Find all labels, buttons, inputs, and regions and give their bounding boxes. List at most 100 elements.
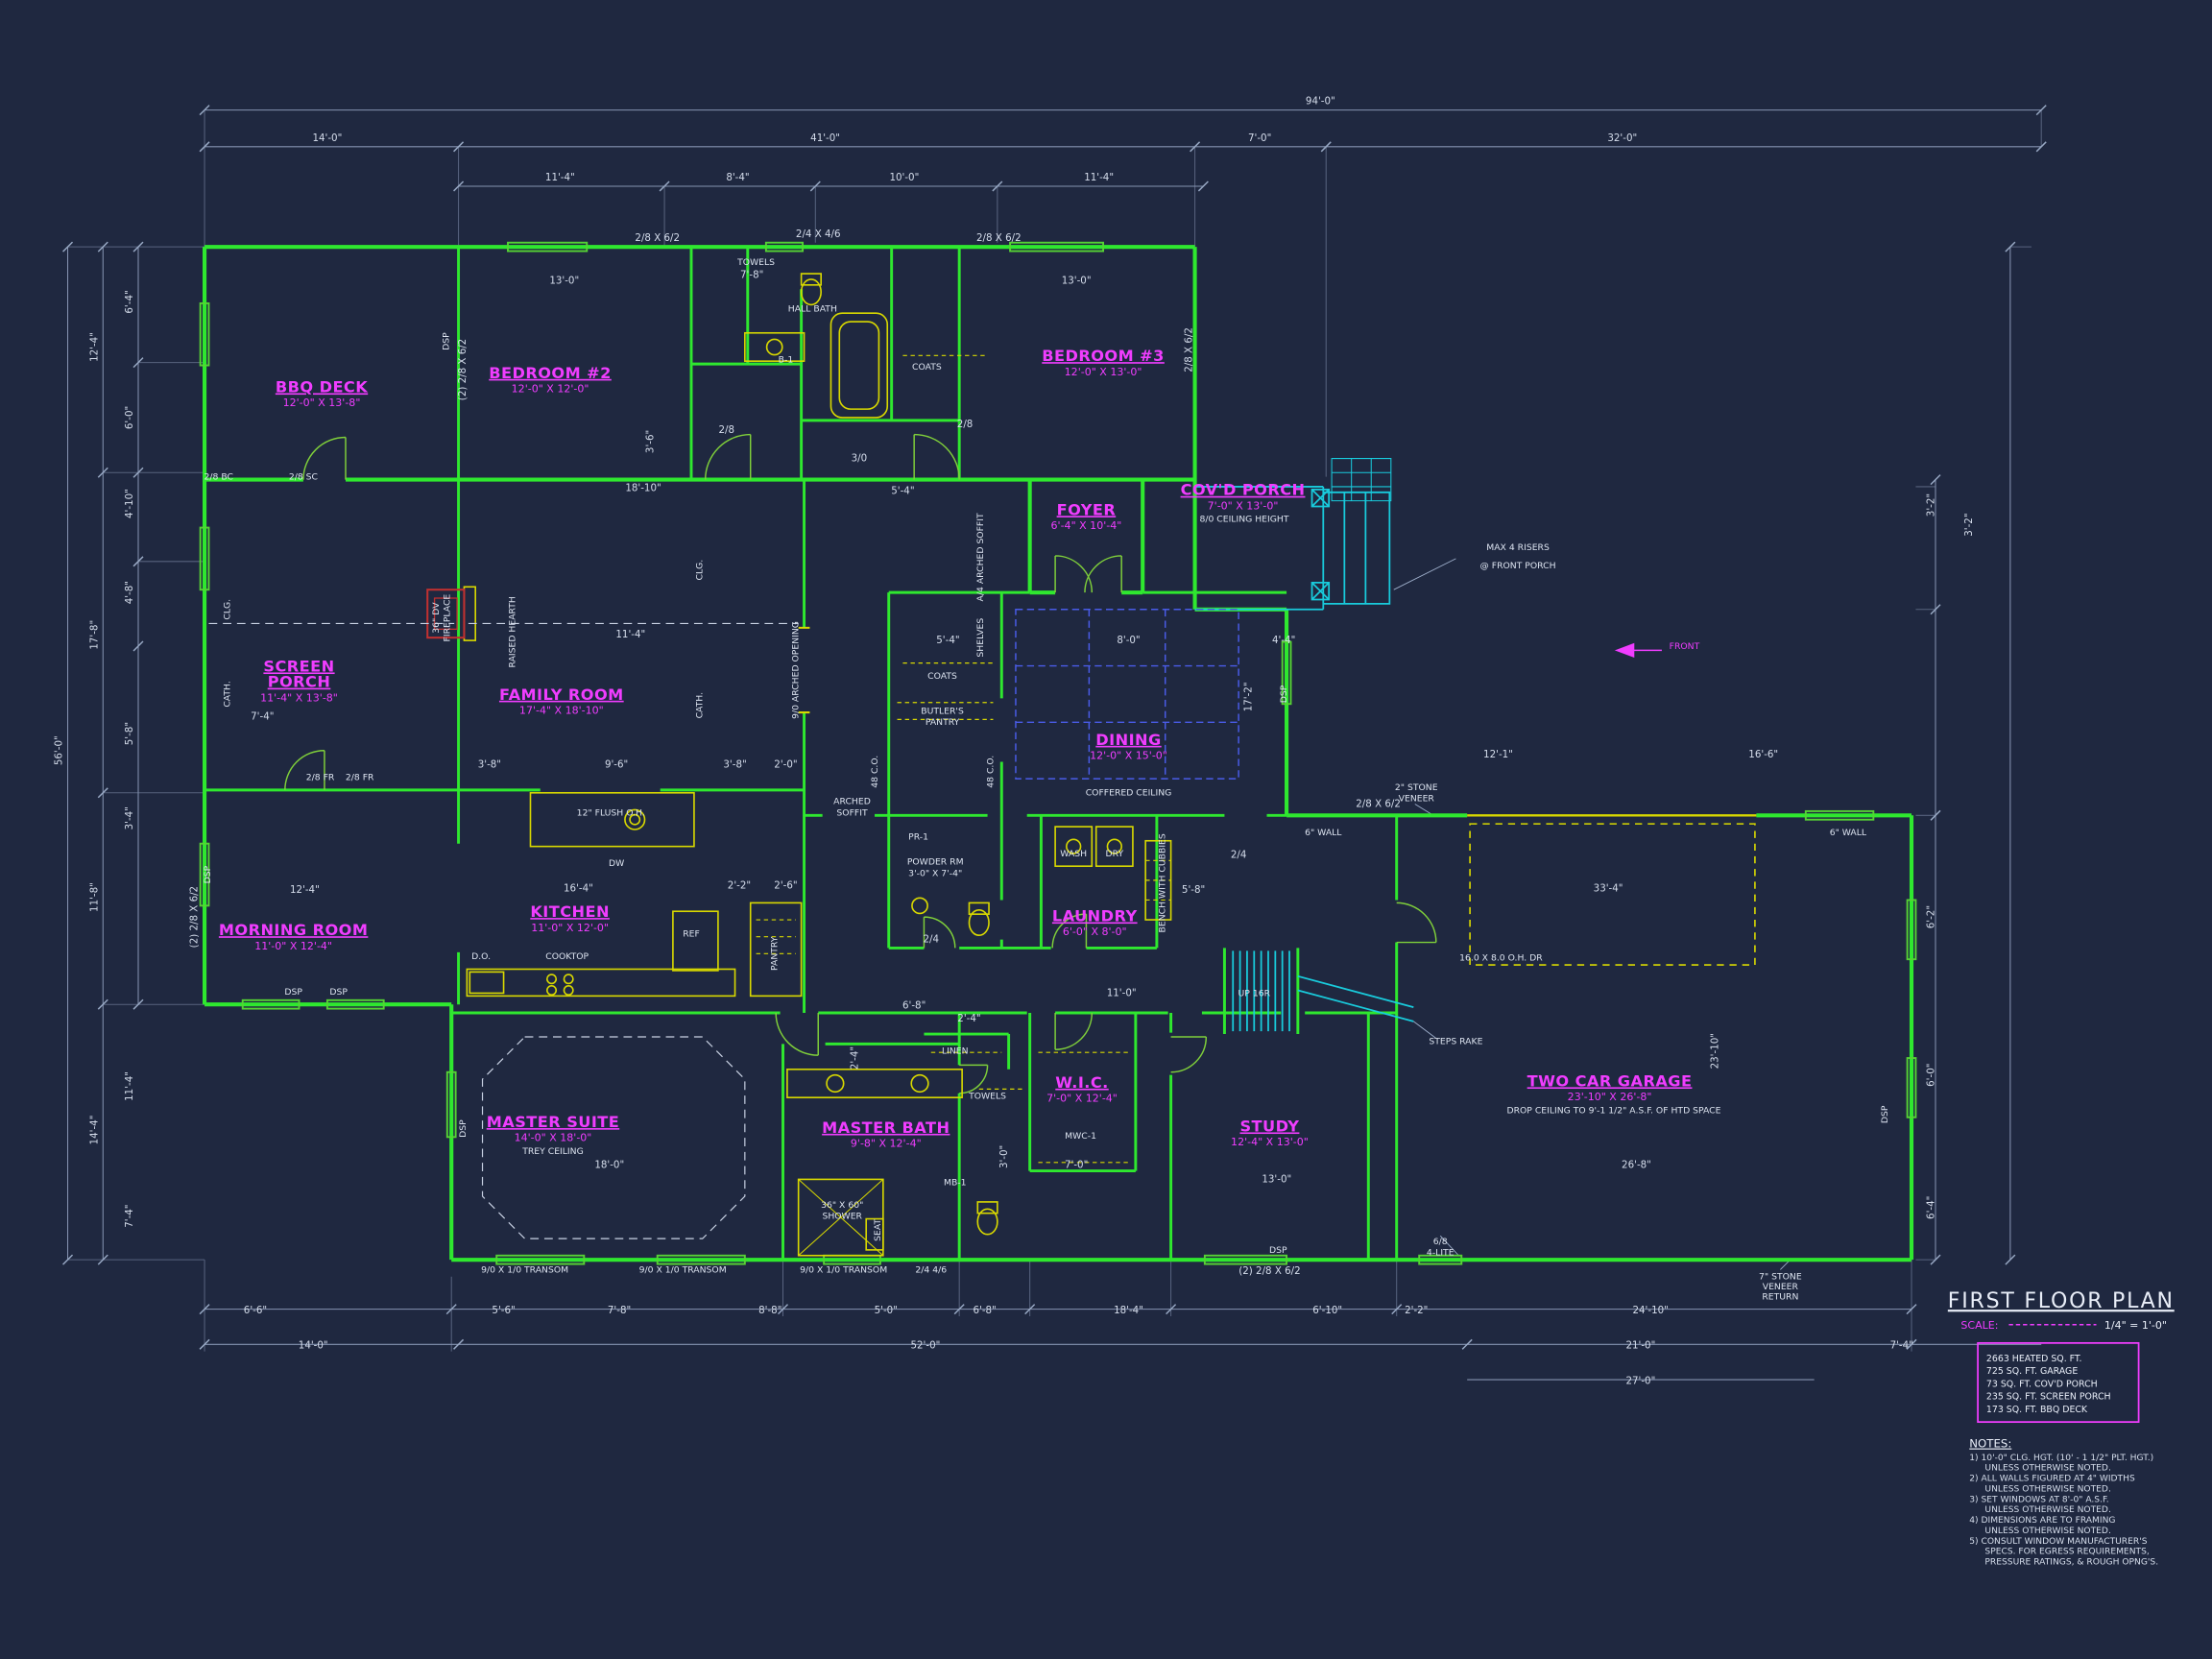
- annotation: 6/8: [1433, 1237, 1448, 1247]
- dim-text: 3'-2": [1926, 493, 1937, 517]
- garage-overhead-door: [1467, 814, 1757, 966]
- annotation: COOKTOP: [545, 951, 589, 962]
- area-stat: 173 SQ. FT. BBQ DECK: [1986, 1405, 2088, 1415]
- dim-text: 11'-0": [1107, 987, 1137, 998]
- dim-text: (2) 2/8 X 6/2: [189, 886, 201, 948]
- washer: [1054, 826, 1094, 868]
- annotation: COATS: [927, 671, 957, 682]
- annotation: 2/8 SC: [289, 472, 318, 483]
- dim-text: 2'-4": [849, 1046, 860, 1070]
- dim-text: 5'-0": [875, 1305, 898, 1316]
- dimension-lines-layer: [61, 104, 2047, 1381]
- note-line: UNLESS OTHERWISE NOTED.: [1984, 1484, 2110, 1494]
- annotation: PANTRY: [926, 717, 960, 728]
- annotation: SOFFIT: [836, 807, 868, 818]
- doors-layer: [284, 433, 1437, 1094]
- room-label-dining: DINING: [1095, 731, 1161, 749]
- room-label-covd-porch: COV'D PORCH: [1181, 481, 1306, 499]
- room-dims-wic: 7'-0" X 12'-4": [1046, 1093, 1118, 1105]
- dim-text: 5'-8": [1182, 884, 1205, 896]
- annotation: LINEN: [942, 1046, 969, 1057]
- annotation: 2" STONE: [1395, 782, 1438, 793]
- dim-text: 2'-4": [957, 1013, 980, 1024]
- annotation: TOWELS: [968, 1092, 1006, 1102]
- dim-text: 6'-0": [1926, 1064, 1937, 1087]
- shelving-dashed: [756, 354, 1171, 1164]
- annotation: 48 C.O.: [870, 756, 880, 788]
- dim-text: 11'-4": [615, 629, 645, 640]
- dim-text: 3'-8": [723, 758, 746, 770]
- dryer: [1094, 826, 1134, 868]
- annotation: TREY CEILING: [521, 1146, 584, 1157]
- room-dims-family-room: 17'-4" X 18'-10": [519, 705, 604, 717]
- porch-steps-layer: [1194, 458, 1414, 1032]
- annotation: SEAT: [873, 1218, 883, 1240]
- annotation: DSP: [458, 1119, 469, 1138]
- dim-text: 12'-1": [1483, 749, 1513, 760]
- annotation: 2/4 4/6: [915, 1264, 947, 1275]
- hall-tub: [830, 312, 889, 419]
- dim-text: 8'-4": [726, 172, 749, 183]
- dim-text: (2) 2/8 X 6/2: [457, 339, 469, 400]
- dim-text: 7'-0": [1065, 1160, 1088, 1171]
- room-label-bedroom-3: BEDROOM #3: [1042, 347, 1165, 365]
- dim-text: 6'-8": [902, 1000, 926, 1012]
- dim-text: 2'-2": [728, 880, 751, 892]
- room-dims-study: 12'-4" X 13'-0": [1231, 1136, 1309, 1148]
- room-label-family-room: FAMILY ROOM: [499, 685, 624, 704]
- annotation: COFFERED CEILING: [1086, 788, 1172, 799]
- master-toilet: [976, 1208, 998, 1236]
- room-label-laundry: LAUNDRY: [1052, 907, 1138, 926]
- annotation: 2/8 FR: [346, 773, 374, 783]
- room-label-master-suite: MASTER SUITE: [487, 1113, 619, 1131]
- annotation: MB-1: [944, 1177, 967, 1188]
- room-dims-kitchen: 11'-0" X 12'-0": [531, 922, 609, 934]
- annotation: PR-1: [908, 831, 928, 842]
- dim-text: 16'-6": [1748, 749, 1778, 760]
- annotation: 9/0 ARCHED OPENING: [791, 621, 802, 719]
- master-vanity: [786, 1068, 963, 1098]
- annotation: DSP: [329, 987, 348, 998]
- dim-text: 13'-0": [1062, 275, 1092, 286]
- kitchen-counter: [466, 968, 736, 998]
- annotation: DROP CEILING TO 9'-1 1/2" A.S.F. OF HTD …: [1506, 1105, 1720, 1116]
- area-stat: 235 SQ. FT. SCREEN PORCH: [1986, 1392, 2111, 1403]
- area-stats-box: [1977, 1341, 2140, 1424]
- annotation: 4-LITE: [1427, 1248, 1455, 1259]
- dim-text: 18'-10": [625, 482, 661, 493]
- dim-text: 7'-4": [1890, 1340, 1913, 1352]
- dim-text: 4'-10": [124, 489, 135, 518]
- annotation: REF: [683, 929, 700, 940]
- dim-text: 17'-2": [1242, 682, 1254, 711]
- dim-text: 9'-6": [605, 758, 628, 770]
- walls-interior-layer: [204, 247, 1399, 1261]
- annotation: MAX 4 RISERS: [1486, 542, 1550, 553]
- dim-text: 3'-6": [644, 430, 656, 453]
- room-dims-bedroom-3: 12'-0" X 13'-0": [1065, 366, 1142, 378]
- dim-text: 14'-4": [88, 1116, 100, 1145]
- room-label-wic: W.I.C.: [1055, 1073, 1108, 1092]
- dim-text: 2'-0": [774, 758, 797, 770]
- annotation: 12" FLUSH O.H.: [577, 807, 645, 818]
- dim-text: 6'-4": [124, 290, 135, 313]
- room-label-garage: TWO CAR GARAGE: [1527, 1071, 1693, 1090]
- dim-text: 8'-8": [758, 1305, 781, 1316]
- dim-text: 2'-2": [1405, 1305, 1428, 1316]
- dim-text: 13'-0": [1262, 1173, 1291, 1185]
- dim-text: 3'-8": [478, 758, 501, 770]
- annotation: FIREPLACE: [443, 594, 453, 642]
- annotation: 48 C.O.: [985, 756, 996, 788]
- shower-seat: [865, 1217, 884, 1251]
- dim-text: 5'-6": [492, 1305, 515, 1316]
- dim-text: 6'-2": [1926, 905, 1937, 928]
- dim-text: 5'-4": [891, 485, 914, 496]
- dim-text: 23'-10": [1710, 1033, 1721, 1069]
- powder-sink: [911, 897, 928, 915]
- annotation: UP 16R: [1238, 988, 1271, 998]
- annotation: COATS: [912, 362, 942, 373]
- room-dims-laundry: 6'-0" X 8'-0": [1063, 926, 1127, 938]
- area-stats: 2663 HEATED SQ. FT.725 SQ. FT. GARAGE73 …: [1986, 1354, 2111, 1415]
- room-label-study: STUDY: [1239, 1117, 1299, 1135]
